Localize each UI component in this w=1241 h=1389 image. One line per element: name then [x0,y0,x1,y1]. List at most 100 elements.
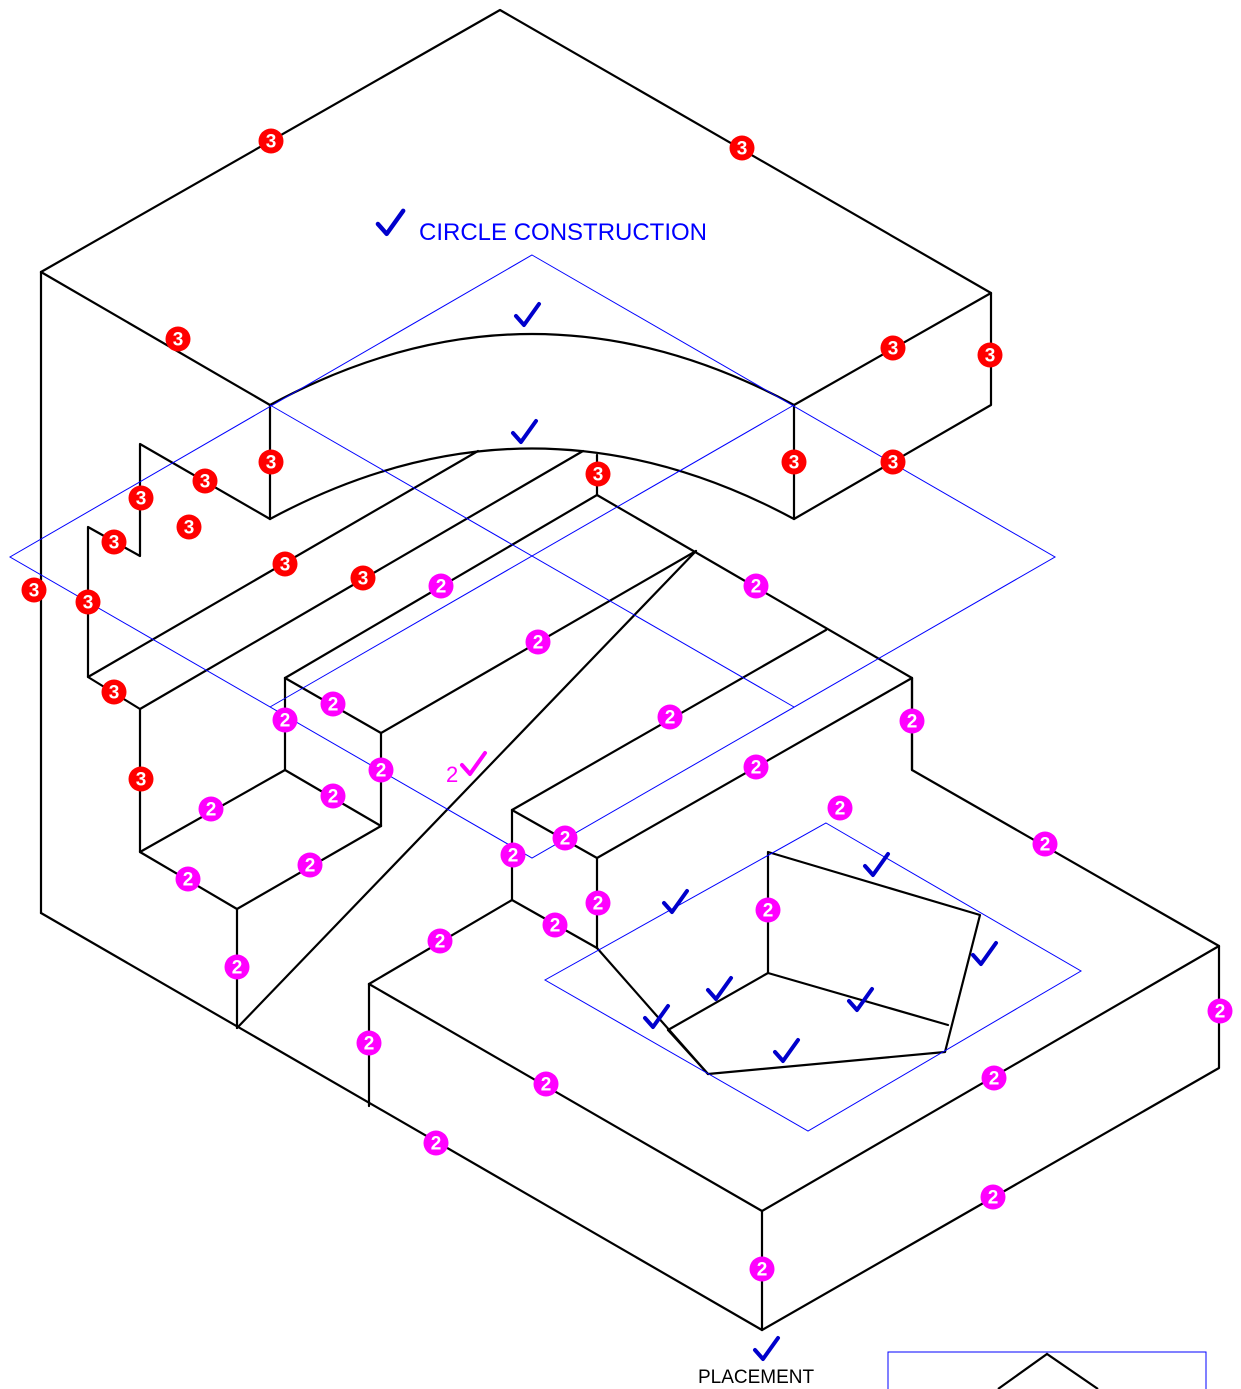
check-mark-icon [375,208,406,237]
badge-circle [427,928,453,954]
badge-two: 2 [755,897,781,923]
badge-label: 2 [988,1188,999,1209]
badge-circle [128,766,154,792]
badge-two: 2 [552,825,578,851]
pocket-inner-edge-a [766,971,950,1027]
badge-circle [533,1071,559,1097]
badge-label: 2 [508,846,519,867]
badge-three: 3 [176,514,202,540]
badge-circle [525,629,551,655]
badge-two: 2 [533,1071,559,1097]
badge-circle [428,573,454,599]
badge-label: 2 [533,633,544,654]
badge-label: 2 [436,577,447,598]
badge-label: 2 [328,695,339,716]
badge-circle [272,707,298,733]
badge-label: 3 [109,533,120,554]
badge-circle [827,795,853,821]
badge-three: 3 [192,468,218,494]
badge-circle [258,128,284,154]
check-mark-icon [753,1336,780,1361]
badge-two: 2 [297,852,323,878]
badge-label: 3 [266,453,277,474]
badge-circle [192,468,218,494]
badge-two: 2 [224,954,250,980]
badge-label: 3 [985,346,996,367]
badge-circle [198,796,224,822]
badge-label: 2 [593,894,604,915]
badge-two: 2 [981,1065,1007,1091]
slab-top-front [367,982,764,1213]
badge-two: 2 [743,573,769,599]
badge-label: 2 [835,799,846,820]
badge-label: 3 [29,581,40,602]
badge-three: 3 [21,577,47,603]
badge-three: 3 [258,449,284,475]
pocket-construction-box [543,822,1082,1132]
badge-circle [542,912,568,938]
badge-circle [101,679,127,705]
badge-label: 2 [560,829,571,850]
badge-label: 3 [109,683,120,704]
badge-two: 2 [320,783,346,809]
badge-circle [101,529,127,555]
badge-label: 2 [183,870,194,891]
badge-circle [977,342,1003,368]
pocket-inner-edge-b [666,1028,710,1076]
placement-frame-peak [997,1352,1099,1389]
placement-label: PLACEMENT [698,1367,815,1388]
badge-circle [743,573,769,599]
two-check-number: 2 [446,762,458,787]
badge-two: 2 [749,1256,775,1282]
badge-label: 3 [789,453,800,474]
badge-label: 2 [757,1260,768,1281]
badge-label: 3 [358,569,369,590]
badge-three: 3 [128,766,154,792]
check-mark-icon [662,889,689,914]
badge-three: 3 [258,128,284,154]
badge-two: 2 [427,928,453,954]
badge-label: 2 [751,758,762,779]
badge-label: 3 [593,465,604,486]
object-outline [39,8,1221,1332]
badge-circle [368,757,394,783]
badge-label: 2 [328,787,339,808]
badge-label: 3 [136,489,147,510]
badge-two: 2 [1032,831,1058,857]
badge-two: 2 [320,691,346,717]
badge-two: 2 [198,796,224,822]
badge-three: 3 [101,679,127,705]
badge-label: 2 [989,1069,1000,1090]
badge-three: 3 [101,529,127,555]
badge-two: 2 [428,573,454,599]
badge-circle [297,852,323,878]
badge-label: 2 [1040,835,1051,856]
badge-circle [258,449,284,475]
check-mark-icon [460,751,487,776]
badge-two: 2 [175,866,201,892]
top-face-front-edge [39,270,272,407]
badge-label: 3 [83,593,94,614]
badge-three: 3 [880,335,906,361]
badge-circle [585,461,611,487]
badge-two: 2 [542,912,568,938]
badge-two: 2 [272,707,298,733]
badge-label: 2 [280,711,291,732]
badge-two: 2 [657,704,683,730]
badge-circle [350,565,376,591]
badge-label: 2 [907,712,918,733]
badge-circle [1032,831,1058,857]
badge-label: 2 [206,800,217,821]
badge-label: 2 [305,856,316,877]
badge-two: 2 [368,757,394,783]
badge-two: 2 [356,1030,382,1056]
badge-two: 2 [423,1130,449,1156]
badge-three: 3 [165,326,191,352]
badge-circle [981,1065,1007,1091]
lower-arc [268,447,796,521]
badge-circle [356,1030,382,1056]
badge-circle [749,1256,775,1282]
check-mark-icon [971,941,998,966]
badge-three: 3 [585,461,611,487]
